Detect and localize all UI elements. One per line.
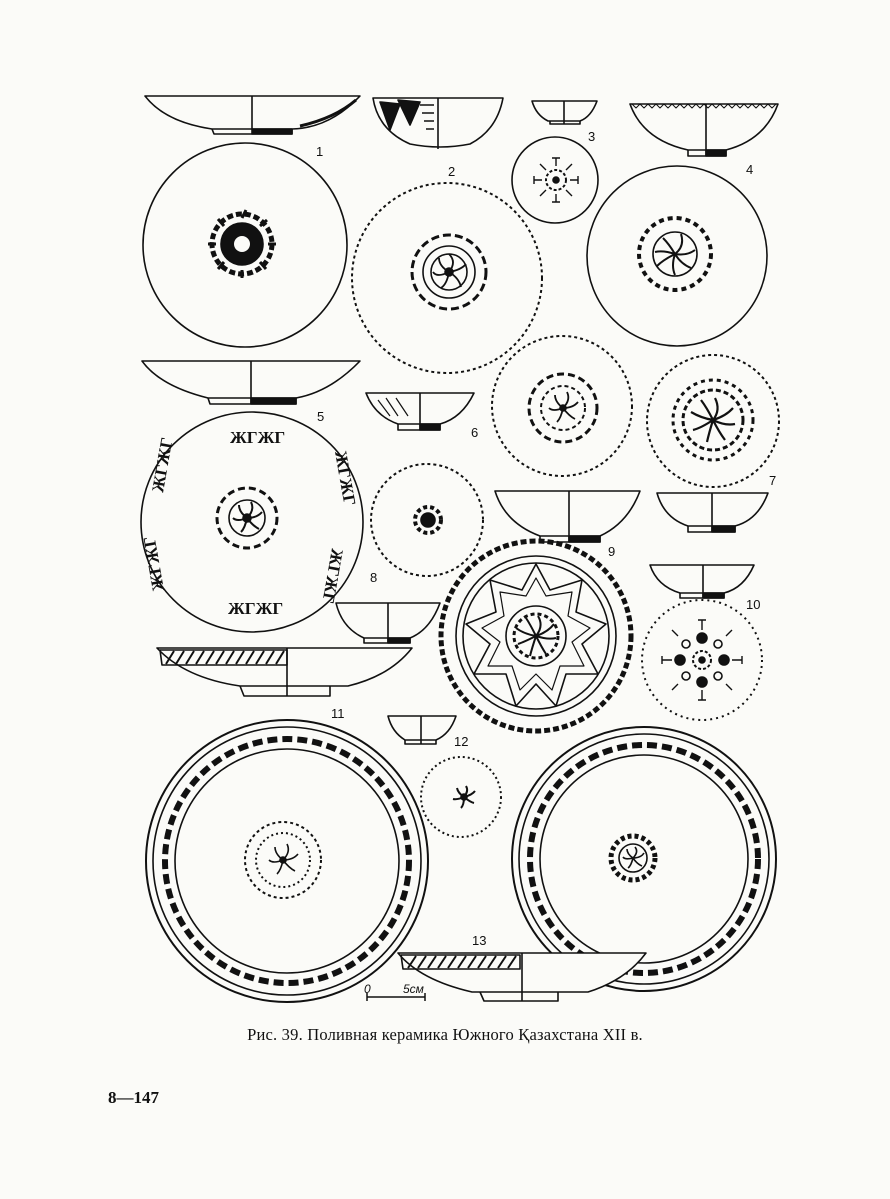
scale-zero: 0	[364, 982, 371, 996]
bowl-profile-11	[157, 648, 412, 696]
rim-inscription-left-top: ЖГЖГ	[148, 436, 176, 494]
bowl-profile-9	[495, 491, 640, 542]
plate-13-top-view	[512, 727, 776, 991]
item-number-13: 13	[472, 933, 486, 948]
item-number-8: 8	[370, 570, 377, 585]
bowl-profile-13	[398, 953, 646, 1001]
item-number-5: 5	[317, 409, 324, 424]
rim-inscription-left-bottom: ЖГЖГ	[140, 535, 168, 593]
bowl-profile-1	[145, 96, 360, 134]
rim-inscription-right-bottom: ЖГЖГ	[318, 547, 346, 605]
bowl-profile-10	[650, 565, 754, 598]
bowl-profile-2	[373, 98, 503, 149]
bowl-profile-4	[630, 104, 778, 156]
item-number-11: 11	[331, 706, 345, 721]
page-number: 8—147	[108, 1088, 159, 1108]
item-number-2: 2	[448, 164, 455, 179]
item-number-1: 1	[316, 144, 323, 159]
plate-3-top-view	[512, 137, 598, 223]
bowl-profile-6	[366, 393, 474, 430]
plate-12-top-view	[421, 757, 501, 837]
plate-2-top-view	[352, 183, 542, 373]
plate-7-top-view	[647, 355, 779, 487]
bowl-profile-7	[657, 493, 768, 532]
rim-inscription-bottom: ЖГЖГ	[228, 599, 283, 618]
plate-10-top-view	[642, 600, 762, 720]
bowl-profile-8	[336, 603, 440, 643]
plate-9-top-view	[441, 541, 631, 731]
plate-4-top-view	[587, 166, 767, 346]
plate-1-top-view	[143, 143, 347, 347]
item-number-7: 7	[769, 473, 776, 488]
item-number-10: 10	[746, 597, 760, 612]
bowl-profile-5	[142, 361, 360, 404]
rim-inscription-top: ЖГЖГ	[230, 428, 285, 447]
item-number-4: 4	[746, 162, 753, 177]
plate-8-top-view	[371, 464, 483, 576]
rim-inscription-right-top: ЖГЖГ	[331, 449, 359, 507]
item-number-6: 6	[471, 425, 478, 440]
plate-11-top-view	[146, 720, 428, 1002]
item-number-3: 3	[588, 129, 595, 144]
bowl-profile-12	[388, 716, 456, 744]
item-number-12: 12	[454, 734, 468, 749]
plate-6-top-view	[492, 336, 632, 476]
item-number-9: 9	[608, 544, 615, 559]
ceramics-plate-illustration: ЖГЖГ ЖГЖГ ЖГЖГ ЖГЖГ ЖГЖГ ЖГЖГ 1 2 3 4 5 …	[0, 0, 890, 1010]
figure-caption: Рис. 39. Поливная керамика Южного Қазахс…	[0, 1025, 890, 1045]
scale-label: 5см	[403, 982, 424, 996]
bowl-profile-3	[532, 101, 597, 124]
